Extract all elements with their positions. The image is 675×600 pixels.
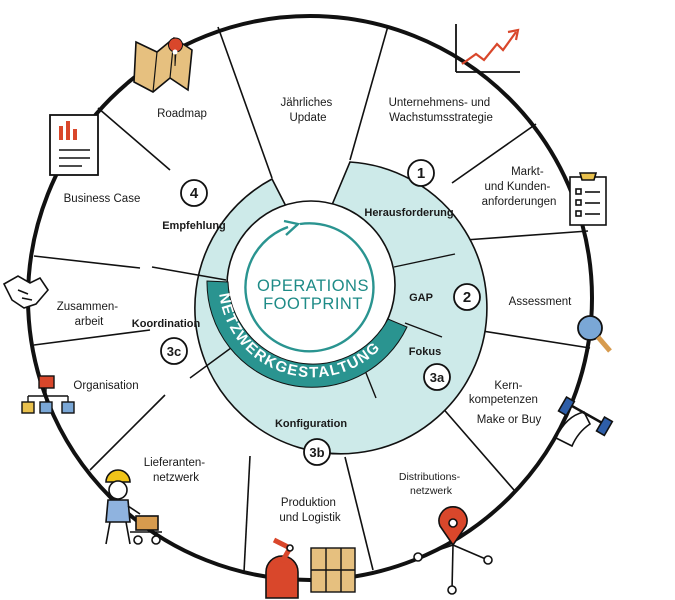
worker-cart-icon	[105, 469, 162, 545]
magnifier-icon	[577, 315, 612, 353]
label-fokus: Fokus	[409, 346, 441, 358]
network-band	[206, 280, 408, 388]
label-konfiguration: Konfiguration	[275, 418, 347, 430]
step-badges	[160, 159, 481, 466]
step-number-3b: 3b	[309, 445, 324, 460]
handshake-icon	[2, 275, 50, 309]
checklist-icon	[569, 172, 607, 226]
label-jaehrliches-update: Jährliches Update	[281, 97, 336, 124]
step-number-2: 2	[463, 289, 471, 306]
warehouse-shelf-icon	[310, 547, 356, 593]
report-document-icon	[49, 114, 99, 176]
label-distributionsnetzwerk: Distributions- netzwerk	[399, 471, 463, 497]
core-title-line2: FOOTPRINT	[263, 295, 363, 313]
outer-ring-dividers	[33, 25, 591, 573]
label-organisation: Organisation	[73, 380, 138, 392]
location-network-icon	[413, 506, 493, 595]
dumbbell-arm-icon	[554, 395, 614, 448]
label-unternehmensstrategie: Unternehmens- und Wachstumsstrategie	[389, 97, 494, 124]
inner-ring-dividers	[151, 253, 456, 399]
step-number-3a: 3a	[430, 370, 445, 385]
step-number-1: 1	[417, 165, 425, 182]
label-assessment: Assessment	[509, 296, 572, 308]
label-zusammenarbeit: Zusammen- arbeit	[57, 301, 122, 328]
step-number-4: 4	[190, 185, 199, 202]
label-koordination: Koordination	[132, 318, 201, 330]
label-markt: Markt- und Kunden- anforderungen	[482, 166, 557, 208]
label-gap: GAP	[409, 292, 433, 304]
map-pin-icon	[133, 37, 193, 93]
label-herausforderung: Herausforderung	[364, 207, 453, 219]
cycle-arrow	[244, 222, 375, 353]
label-empfehlung: Empfehlung	[162, 220, 226, 232]
org-chart-icon	[21, 375, 75, 414]
growth-chart-icon	[455, 24, 520, 73]
label-business-case: Business Case	[64, 193, 141, 205]
core-title-line1: OPERATIONS	[257, 277, 369, 295]
label-lieferantennetzwerk: Lieferanten- netzwerk	[144, 457, 209, 484]
step-number-3c: 3c	[167, 344, 181, 359]
robot-arm-icon	[265, 537, 299, 599]
label-produktion: Produktion und Logistik	[279, 497, 341, 524]
label-kernkompetenzen: Kern- kompetenzen Make or Buy	[469, 380, 542, 426]
label-roadmap: Roadmap	[157, 108, 207, 120]
cycle-arrow-head	[283, 219, 301, 236]
